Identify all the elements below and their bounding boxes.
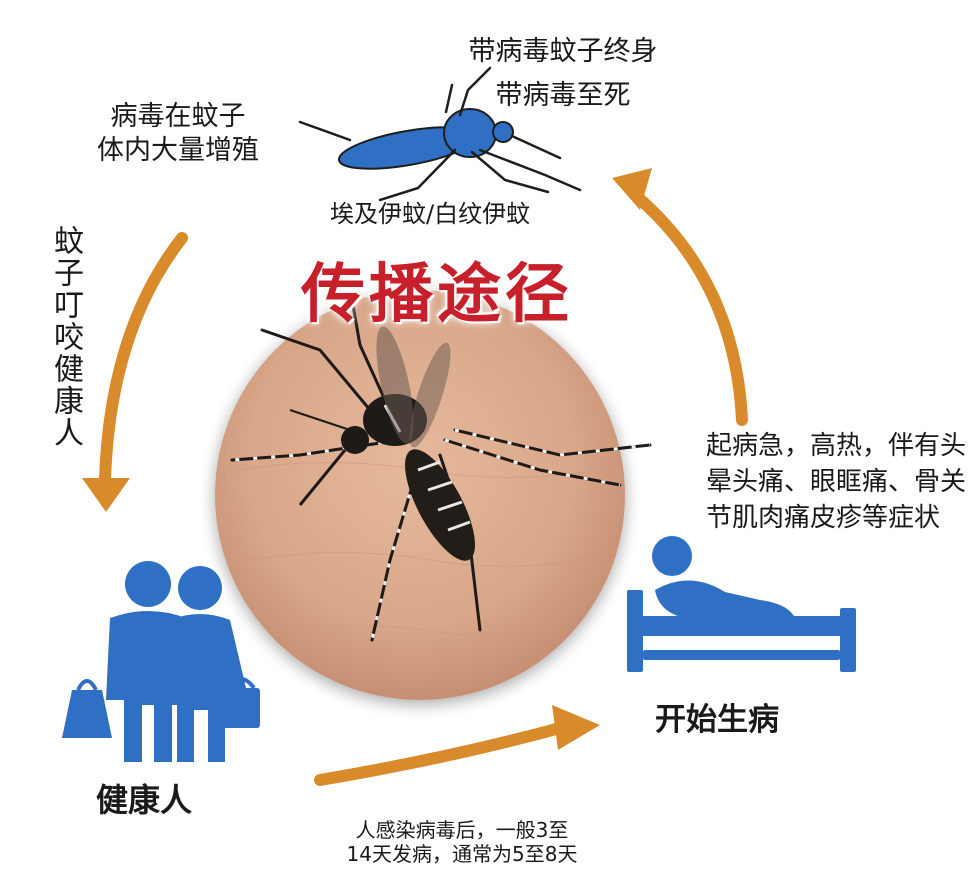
lifetime-carrier-line-2: 带病毒至死 (495, 80, 631, 111)
incubation-line-1: 人感染病毒后，一般3至 (355, 818, 569, 842)
virus-multiply-line-2: 体内大量增殖 (97, 135, 259, 166)
healthy-couple-icon (62, 561, 260, 762)
mosquito-species-text: 埃及伊蚊/白纹伊蚊 (330, 200, 531, 228)
sick-in-bed-icon (627, 536, 856, 672)
mosquito-photo (215, 290, 652, 700)
healthy-person-label: 健康人 (96, 781, 193, 819)
incubation-text: 人感染病毒后，一般3至 14天发病，通常为5至8天 (312, 818, 612, 866)
cycle-arrow-icon (99, 189, 748, 786)
arrow-heads (82, 168, 652, 750)
lifetime-carrier-text: 带病毒蚊子终身 带病毒至死 (433, 30, 693, 118)
symptoms-text: 起病急，高热，伴有头晕头痛、眼眶痛、骨关节肌肉痛皮疹等症状 (706, 431, 967, 533)
virus-multiply-text: 病毒在蚊子 体内大量增殖 (58, 100, 298, 168)
mosquito-bite-text: 蚊子叮咬健康人 (48, 225, 83, 449)
lifetime-carrier-line-1: 带病毒蚊子终身 (468, 36, 658, 67)
diagram-title: 传播途径 (301, 258, 573, 332)
virus-multiply-line-1: 病毒在蚊子 (110, 101, 246, 132)
incubation-line-2: 14天发病，通常为5至8天 (346, 842, 578, 866)
start-sick-label: 开始生病 (655, 702, 779, 738)
mosquito-icon (298, 66, 582, 202)
